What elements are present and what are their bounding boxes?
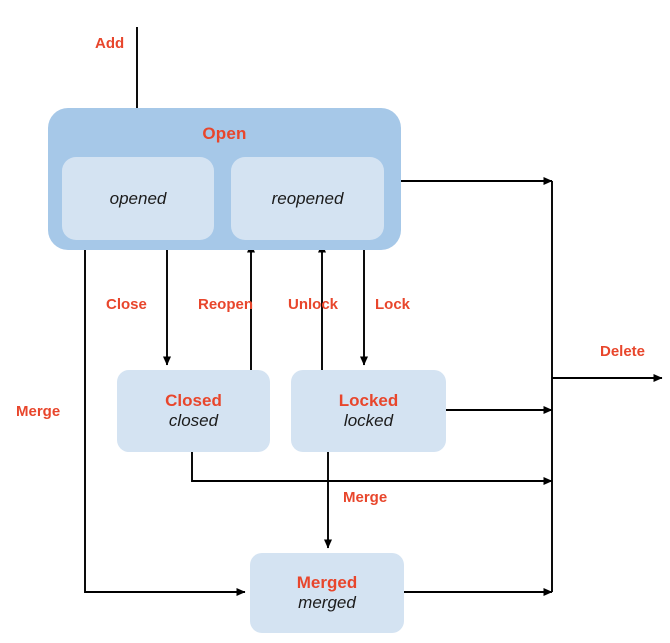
state-locked-subtitle: locked (343, 411, 394, 430)
state-group-open-title: Open (202, 124, 247, 143)
state-merged[interactable]: Merged merged (250, 553, 404, 633)
state-locked-title: Locked (338, 390, 399, 410)
edge-merge-open (84, 250, 246, 596)
edge-label-unlock: Unlock (288, 296, 339, 313)
substate-opened[interactable]: opened (62, 157, 214, 240)
edge-label-delete: Delete (600, 343, 646, 360)
state-merged-title: Merged (296, 572, 358, 592)
state-closed-title: Closed (165, 390, 222, 410)
state-group-open[interactable]: Open opened reopened (48, 108, 401, 250)
state-merged-subtitle: merged (298, 593, 356, 612)
substate-opened-label: opened (109, 188, 167, 208)
edge-label-reopen: Reopen (198, 296, 254, 313)
edge-label-merge-open: Merge (16, 403, 61, 420)
edge-label-lock: Lock (375, 296, 411, 313)
substate-reopened[interactable]: reopened (231, 157, 384, 240)
state-closed[interactable]: Closed closed (117, 370, 270, 452)
state-locked[interactable]: Locked locked (291, 370, 446, 452)
substate-reopened-label: reopened (271, 188, 344, 208)
edge-label-add: Add (95, 35, 125, 52)
edge-label-close: Close (106, 296, 147, 313)
edge-label-merge-locked: Merge (343, 489, 388, 506)
edge-delete-from-closed (191, 452, 553, 485)
state-closed-subtitle: closed (168, 411, 219, 430)
